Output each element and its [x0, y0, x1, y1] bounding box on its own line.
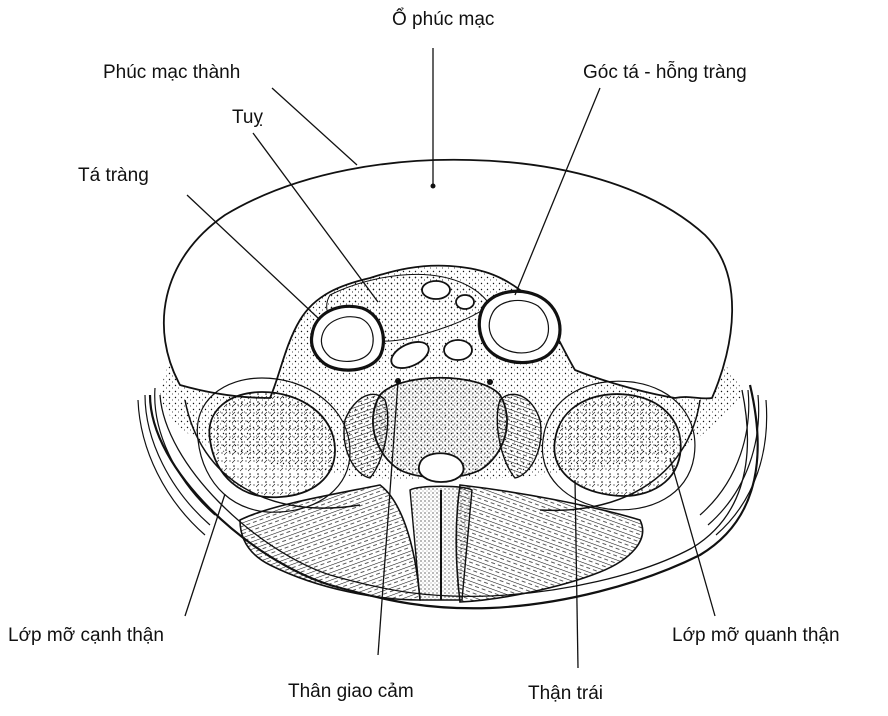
vessel-splenic [422, 281, 450, 299]
label-than-giao-cam: Thân giao cảm [288, 682, 414, 701]
sympathetic-trunk-right [487, 379, 493, 385]
vessel-aorta [444, 340, 472, 360]
left-kidney [554, 394, 680, 496]
label-o-phuc-mac: Ổ phúc mạc [392, 10, 494, 29]
label-lop-mo-canh-than: Lớp mỡ cạnh thận [8, 626, 164, 645]
label-phuc-mac-thanh: Phúc mạc thành [103, 63, 240, 82]
paraspinal-muscle-right [456, 485, 642, 602]
label-goc-ta-hong-trang: Góc tá - hỗng tràng [583, 63, 747, 82]
label-lop-mo-quanh-than: Lớp mỡ quanh thận [672, 626, 840, 645]
spinal-canal [419, 453, 464, 482]
label-ta-trang: Tá tràng [78, 166, 149, 185]
leader-lop-mo-canh-than [185, 494, 225, 616]
paraspinal-muscle-left [240, 485, 420, 600]
leader-phuc-mac-thanh [272, 88, 357, 165]
label-than-trai: Thận trái [528, 684, 603, 703]
vessel-sma [456, 295, 474, 309]
label-tuy: Tuỵ [232, 108, 263, 127]
